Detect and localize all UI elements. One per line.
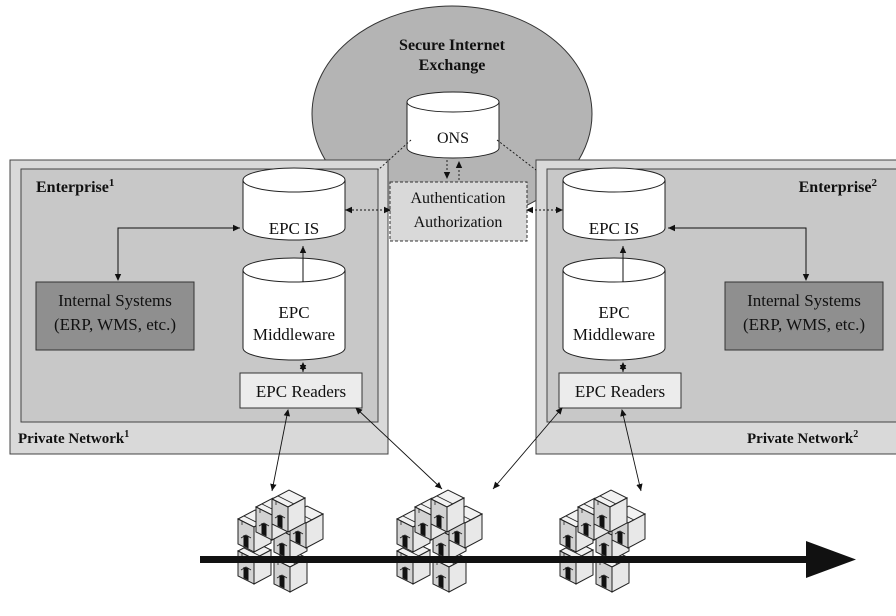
- exchange-title-line1: Secure Internet: [399, 37, 506, 54]
- middleware-right-line1: EPC: [598, 303, 629, 322]
- auth-line2: Authorization: [414, 214, 503, 231]
- flow-arrow-icon: [200, 541, 856, 578]
- epc-readers-left-label: EPC Readers: [256, 382, 346, 401]
- ons-label: ONS: [437, 130, 469, 147]
- middleware-right-database-icon: [562, 257, 666, 361]
- enterprise-right-title: Enterprise2: [799, 177, 878, 196]
- private-network-right-label: Private Network2: [747, 429, 858, 447]
- middleware-left-database-icon: [242, 257, 346, 361]
- package-box-icon: [560, 490, 645, 592]
- epc-is-right-database-icon: [562, 167, 666, 241]
- epc-readers-right: [558, 372, 682, 409]
- internal-systems-left: [35, 281, 195, 351]
- epc-is-left-label: EPC IS: [269, 219, 320, 238]
- middleware-right-line2: Middleware: [573, 325, 655, 344]
- enterprise-left-title: Enterprise1: [36, 177, 114, 196]
- middleware-left-line1: EPC: [278, 303, 309, 322]
- epc-is-right-label: EPC IS: [589, 219, 640, 238]
- authentication-authorization-box: [389, 181, 528, 242]
- epc-readers-right-label: EPC Readers: [575, 382, 665, 401]
- private-network-left-label: Private Network1: [18, 429, 129, 447]
- epc-is-left-database-icon: [242, 167, 346, 241]
- internal-systems-right: [724, 281, 884, 351]
- package-box-icon: [238, 490, 323, 592]
- internal-systems-left-line1: Internal Systems: [58, 291, 172, 310]
- middleware-left-line2: Middleware: [253, 325, 335, 344]
- internal-systems-right-line2: (ERP, WMS, etc.): [743, 315, 865, 334]
- internal-systems-left-line2: (ERP, WMS, etc.): [54, 315, 176, 334]
- exchange-title-line2: Exchange: [419, 57, 486, 74]
- auth-line1: Authentication: [410, 190, 505, 207]
- epc-readers-left: [239, 372, 363, 409]
- package-box-icon: [397, 490, 482, 592]
- internal-systems-right-line1: Internal Systems: [747, 291, 861, 310]
- ons-database-icon: [406, 91, 500, 159]
